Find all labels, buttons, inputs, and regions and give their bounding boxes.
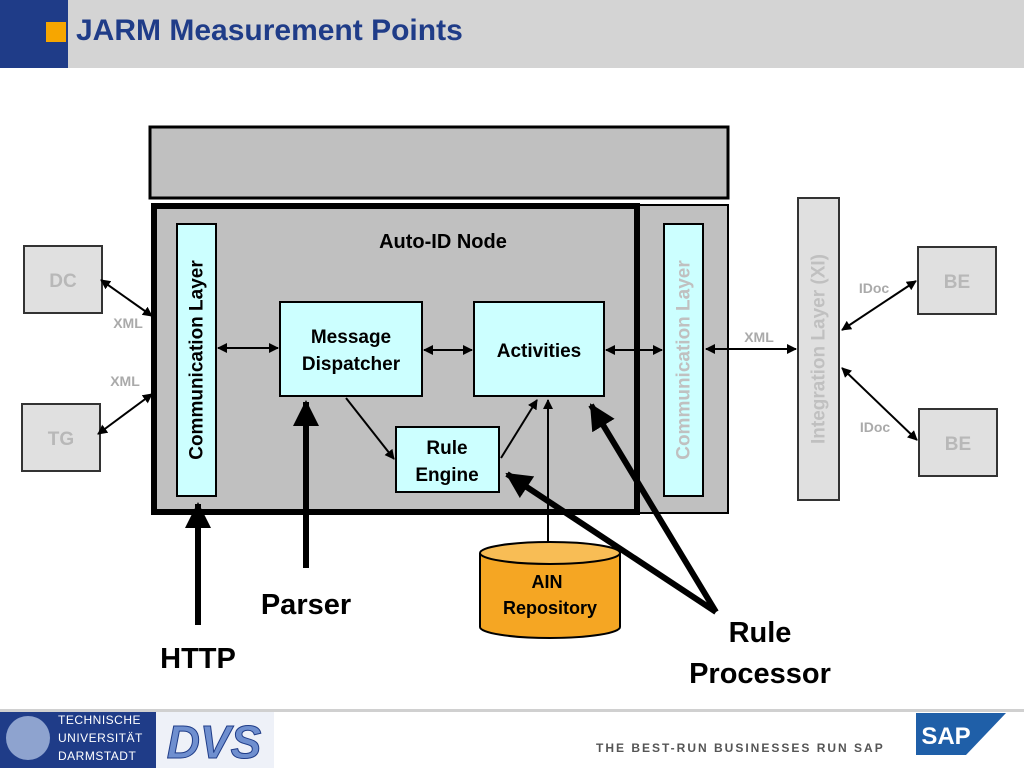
sap-logo-graphic: SAP (916, 713, 1006, 755)
architecture-diagram: Auto-ID Node Communication Layer Communi… (21, 125, 998, 690)
rule-processor-label-2: Processor (689, 658, 831, 690)
activities-label: Activities (497, 341, 581, 362)
xml-tg-label: XML (110, 373, 140, 389)
arrow-rule-processor-activities (588, 403, 719, 614)
tg-box (21, 403, 101, 472)
arrow-tg (97, 393, 153, 435)
dvs-logo: DVS (156, 712, 274, 769)
ain-repository-label-1: AIN (532, 572, 563, 592)
be-bottom-label: BE (945, 434, 971, 455)
dvs-logo-text: DVS (167, 716, 262, 768)
xml-dc-label: XML (113, 315, 143, 331)
arrow-be-bottom (841, 367, 918, 441)
comm-layer-left (176, 223, 217, 497)
arrow-be-top (841, 280, 917, 331)
arrow-rule-processor-engine (505, 471, 718, 615)
be-bottom-box (918, 408, 998, 477)
measurement-arrows (185, 400, 719, 625)
comm-layer-right (663, 223, 704, 497)
rule-processor-label-1: Rule (729, 617, 792, 649)
activities-box (473, 301, 605, 397)
comm-layer-right-label: Communication Layer (674, 260, 695, 460)
dc-label: DC (49, 271, 77, 292)
rule-engine-label-1: Rule (426, 438, 467, 459)
auto-id-node-title: Auto-ID Node (379, 231, 507, 253)
sap-logo: SAP (916, 713, 1006, 755)
integration-layer-label: Integration Layer (XI) (809, 254, 830, 444)
idoc-top-label: IDoc (859, 280, 890, 296)
xml-right-label: XML (744, 329, 774, 345)
rule-engine-box (395, 426, 500, 493)
dvs-logo-graphic: DVS (166, 716, 262, 769)
connector-arrows (97, 279, 918, 556)
arrow-dc (100, 279, 153, 317)
be-top-box (917, 246, 997, 315)
footer-divider (0, 709, 1024, 712)
tg-label: TG (48, 429, 74, 450)
message-dispatcher-box (279, 301, 423, 397)
be-top-label: BE (944, 272, 970, 293)
parser-label: Parser (261, 589, 351, 621)
message-dispatcher-label-1: Message (311, 327, 391, 348)
rule-engine-label-2: Engine (415, 465, 478, 486)
tu-logo-line-1: TECHNISCHE (58, 713, 142, 727)
dc-box (23, 245, 103, 314)
tu-seal-icon (6, 716, 50, 760)
idoc-bottom-label: IDoc (860, 419, 891, 435)
tu-logo-line-3: DARMSTADT (58, 749, 137, 763)
integration-layer-box (797, 197, 840, 501)
arrow-dispatcher-engine (345, 397, 395, 460)
sap-slogan: THE BEST-RUN BUSINESSES RUN SAP (596, 741, 885, 755)
page-title: JARM Measurement Points (76, 14, 463, 47)
auto-id-node-frame (151, 203, 640, 515)
http-label: HTTP (160, 643, 236, 675)
comm-layer-left-label: Communication Layer (187, 260, 208, 460)
tu-logo-line-2: UNIVERSITÄT (58, 731, 143, 745)
ain-repository-cylinder (479, 541, 621, 639)
sap-logo-text: SAP (921, 723, 970, 750)
header-band (0, 0, 1024, 68)
top-layer-box (148, 125, 730, 200)
message-dispatcher-label-2: Dispatcher (302, 354, 401, 375)
header-square-icon (46, 22, 66, 42)
ain-repository-label-2: Repository (503, 598, 597, 618)
arrow-engine-activities (500, 399, 538, 459)
